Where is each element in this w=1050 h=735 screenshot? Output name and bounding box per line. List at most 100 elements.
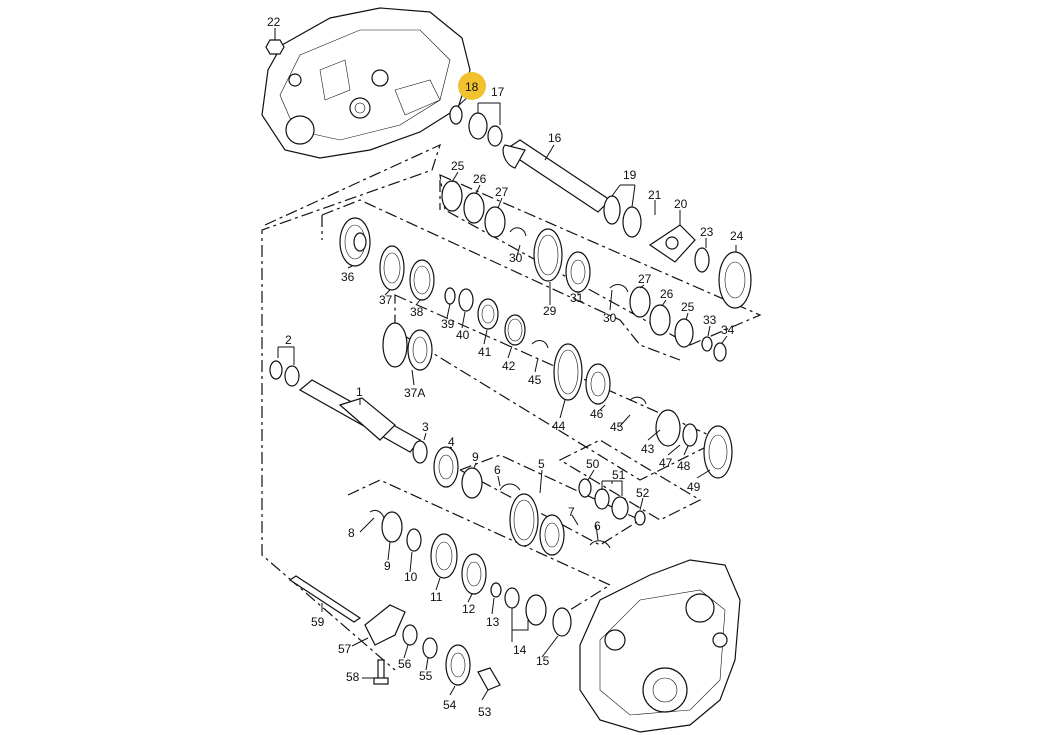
clip-30 [509, 227, 629, 293]
callout-49: 49 [687, 480, 701, 494]
callout-19: 19 [623, 168, 637, 182]
gear-11 [430, 533, 458, 579]
clip-45 [531, 340, 647, 405]
bearing-14 [504, 587, 547, 626]
callout-54: 54 [443, 698, 457, 712]
ring-19 [603, 195, 642, 238]
callout-37: 37 [379, 293, 393, 307]
callout-5: 5 [538, 457, 545, 471]
callout-45a: 45 [528, 373, 542, 387]
callout-34: 34 [721, 323, 735, 337]
ring-39 [444, 287, 456, 305]
clip-8 [369, 509, 385, 519]
ring-26a [463, 192, 485, 224]
gear-4 [433, 446, 459, 488]
gear-49 [703, 425, 733, 479]
clip-6 [499, 483, 611, 549]
callout-40: 40 [456, 328, 470, 342]
fork-57 [364, 604, 406, 646]
callout-50: 50 [586, 457, 600, 471]
callout-48: 48 [677, 459, 691, 473]
callout-26a: 26 [473, 172, 487, 186]
callout-24: 24 [730, 229, 744, 243]
ring-26b [649, 304, 671, 336]
callout-18: 18 [465, 80, 479, 94]
ring-43 [655, 409, 681, 447]
sleeve-44 [553, 343, 583, 401]
ring-56 [402, 624, 418, 646]
ring-13 [490, 582, 502, 598]
hub-5 [539, 514, 565, 556]
bearing-40 [458, 288, 474, 312]
plate-20 [648, 224, 696, 263]
hub-31 [565, 251, 591, 293]
callout-36: 36 [341, 270, 355, 284]
callout-41: 41 [478, 345, 492, 359]
bearing-55 [422, 637, 438, 659]
callout-26b: 26 [660, 287, 674, 301]
bearing-17 [468, 112, 503, 147]
callout-14: 14 [513, 643, 527, 657]
callout-12: 12 [462, 602, 476, 616]
callout-30b: 30 [603, 311, 617, 325]
callout-30a: 30 [509, 251, 523, 265]
highlight-marker [458, 72, 486, 100]
gear-38 [409, 259, 435, 301]
bolt-58 [373, 659, 389, 685]
callout-11: 11 [430, 590, 443, 604]
nut-22 [265, 39, 285, 55]
ring-25b [674, 318, 694, 348]
callout-42: 42 [502, 359, 516, 373]
callout-29: 29 [543, 304, 557, 318]
callout-46: 46 [590, 407, 604, 421]
callout-44: 44 [552, 419, 566, 433]
bearing-48 [682, 423, 698, 447]
callout-labels: 22 18 17 16 19 21 20 23 24 25 26 27 30 2… [267, 15, 744, 719]
callout-15: 15 [536, 654, 550, 668]
gear-54 [445, 644, 471, 686]
bolt-53 [477, 667, 501, 691]
callout-57: 57 [338, 642, 352, 656]
ring-2 [269, 360, 300, 387]
ring-52 [634, 510, 646, 526]
callout-17: 17 [491, 85, 505, 99]
callout-3: 3 [422, 420, 429, 434]
ring-27b [629, 286, 651, 318]
callout-4: 4 [448, 435, 455, 449]
callout-58: 58 [346, 670, 360, 684]
gear-37 [379, 245, 405, 291]
ring-33 [701, 336, 713, 352]
callout-56: 56 [398, 657, 412, 671]
callout-7: 7 [568, 505, 575, 519]
callout-37a: 37A [404, 386, 425, 400]
sync-41 [477, 298, 499, 330]
ring-42 [504, 314, 526, 346]
hub-44 [585, 363, 611, 405]
gear-36 [339, 217, 371, 267]
leader-lines [274, 28, 737, 701]
clutch-housing [261, 7, 471, 159]
ring-9a [461, 467, 483, 499]
callout-10: 10 [404, 570, 418, 584]
callout-51: 51 [612, 468, 626, 482]
sync-29 [533, 228, 563, 282]
callout-6a: 6 [494, 463, 501, 477]
sleeve-5 [509, 493, 539, 547]
callout-16: 16 [548, 131, 562, 145]
callout-27b: 27 [638, 272, 652, 286]
gear-24 [718, 251, 752, 309]
ring-50 [578, 478, 592, 498]
callout-52: 52 [636, 486, 650, 500]
callout-25b: 25 [681, 300, 695, 314]
callout-53: 53 [478, 705, 492, 719]
callout-20: 20 [674, 197, 688, 211]
callout-47: 47 [659, 456, 673, 470]
callout-13: 13 [486, 615, 500, 629]
callout-9a: 9 [472, 450, 479, 464]
callout-23: 23 [700, 225, 714, 239]
bearing-23 [694, 247, 710, 273]
ring-9b [381, 511, 403, 543]
callout-21: 21 [648, 188, 662, 202]
